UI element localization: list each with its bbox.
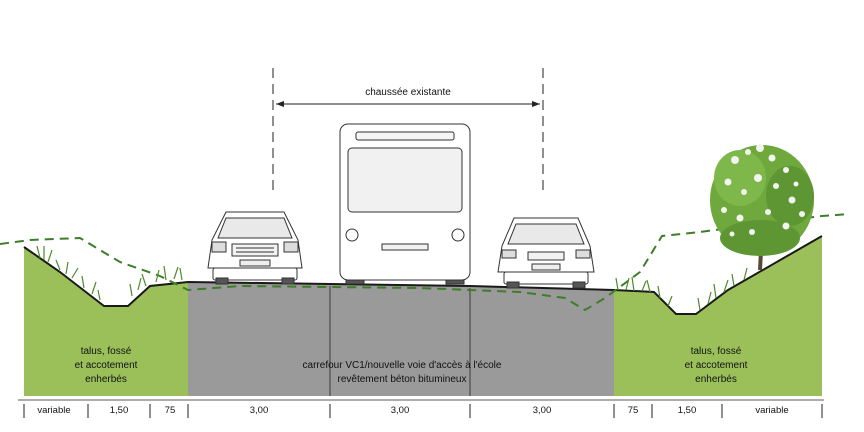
existing-road-label: chaussée existante — [365, 87, 451, 98]
svg-text:enherbés: enherbés — [695, 374, 737, 385]
road-profile-line — [23, 235, 823, 315]
svg-text:carrefour VC1/nouvelle voie d': carrefour VC1/nouvelle voie d'accès à l'… — [303, 360, 502, 371]
dimension-label: variable — [37, 405, 70, 416]
ground-zones — [23, 235, 823, 396]
right-verge-area — [614, 236, 822, 396]
carriageway-area — [188, 282, 614, 396]
right-verge-label: talus, fossé et accotement enherbés — [685, 346, 748, 385]
dimension-label: 3,00 — [250, 405, 269, 416]
svg-text:enherbés: enherbés — [85, 374, 127, 385]
svg-text:et accotement: et accotement — [75, 360, 138, 371]
svg-text:talus, fossé: talus, fossé — [81, 346, 132, 357]
tree-icon — [710, 144, 814, 271]
dimension-label: 3,00 — [391, 405, 410, 416]
svg-text:talus, fossé: talus, fossé — [691, 346, 742, 357]
svg-text:et accotement: et accotement — [685, 360, 748, 371]
carriageway-label: carrefour VC1/nouvelle voie d'accès à l'… — [303, 360, 502, 385]
left-verge-label: talus, fossé et accotement enherbés — [75, 346, 138, 385]
dimension-label: 1,50 — [110, 405, 129, 416]
bus-icon — [339, 123, 471, 285]
existing-road-dimension: chaussée existante — [272, 68, 544, 195]
dimension-label: 3,00 — [533, 405, 552, 416]
dimension-line: variable 1,50 75 3,00 3,00 3,00 75 1,50 … — [18, 399, 824, 418]
dimension-label: 1,50 — [678, 405, 697, 416]
left-verge-area — [24, 247, 188, 396]
dimension-label: variable — [755, 405, 788, 416]
existing-ground-dashed-line — [0, 213, 851, 312]
dimension-label: 75 — [165, 405, 176, 416]
grass-tuft-icon — [36, 245, 748, 311]
car-icon — [497, 217, 595, 289]
svg-text:revêtement béton bitumineux: revêtement béton bitumineux — [338, 374, 467, 385]
dimension-label: 75 — [628, 405, 639, 416]
car-icon — [207, 211, 303, 285]
